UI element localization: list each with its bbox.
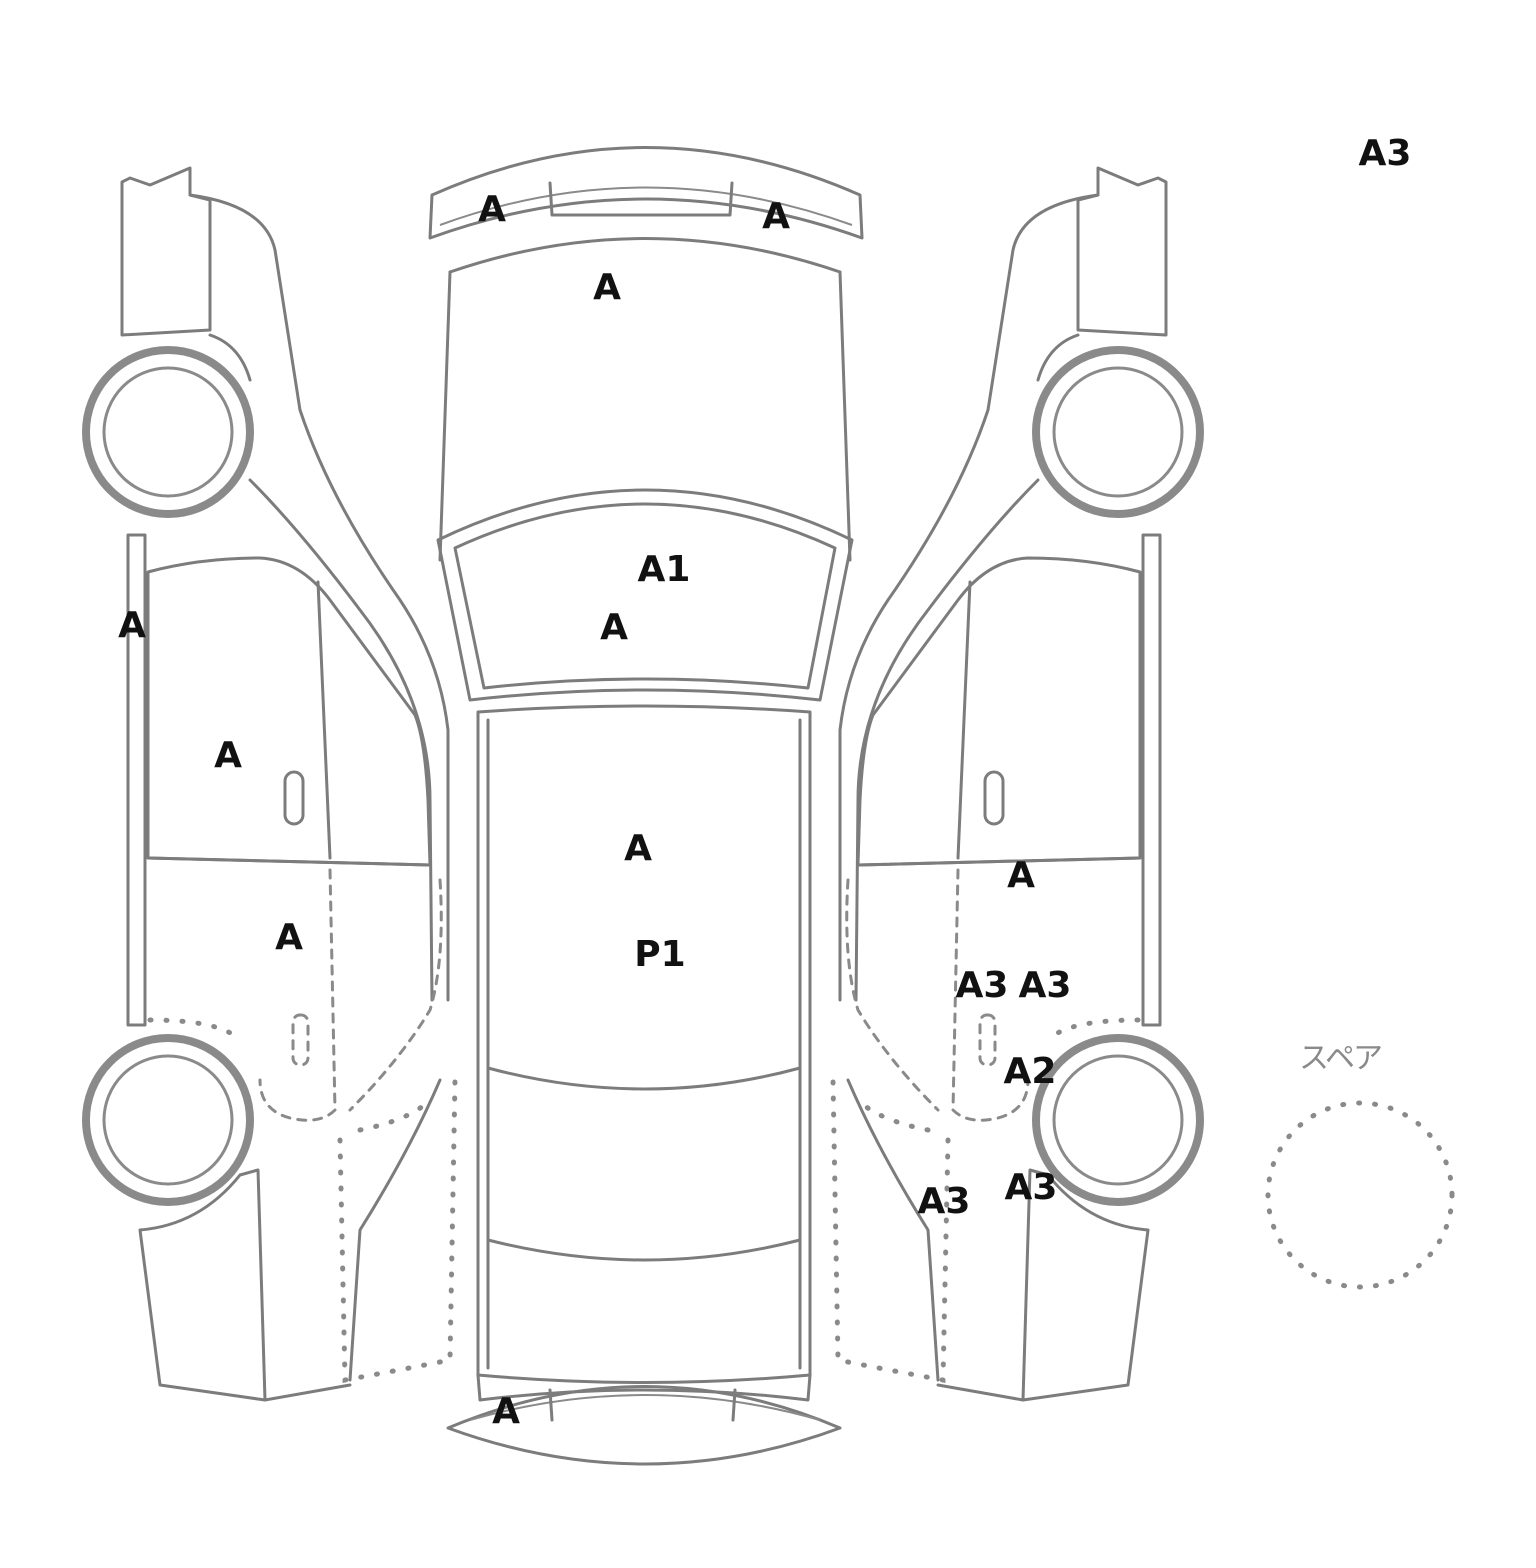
damage-marker: A [593, 267, 621, 308]
damage-marker: A [275, 917, 303, 958]
spare-tire-outline [1265, 1100, 1455, 1290]
damage-marker: A [478, 189, 506, 230]
damage-marker: A [624, 828, 652, 869]
damage-marker: A3 [917, 1181, 971, 1222]
damage-marker: A [600, 607, 628, 648]
damage-marker: A [1007, 855, 1035, 896]
damage-marker: A [492, 1391, 520, 1432]
car-right-side-view [830, 166, 1204, 1402]
damage-marker: A1 [637, 549, 691, 590]
damage-marker: A3 [1018, 965, 1072, 1006]
damage-marker: A [214, 735, 242, 776]
damage-marker: P1 [634, 934, 686, 975]
car-left-side-view [82, 166, 458, 1402]
damage-marker: A3 [955, 965, 1009, 1006]
damage-marker: A [118, 605, 146, 646]
damage-marker: A3 [1358, 133, 1412, 174]
damage-marker: A3 [1004, 1167, 1058, 1208]
spare-tire-label: スペア [1299, 1041, 1383, 1076]
car-top-view [428, 146, 864, 1466]
damage-marker: A2 [1003, 1051, 1057, 1092]
damage-marker: A [762, 196, 790, 237]
